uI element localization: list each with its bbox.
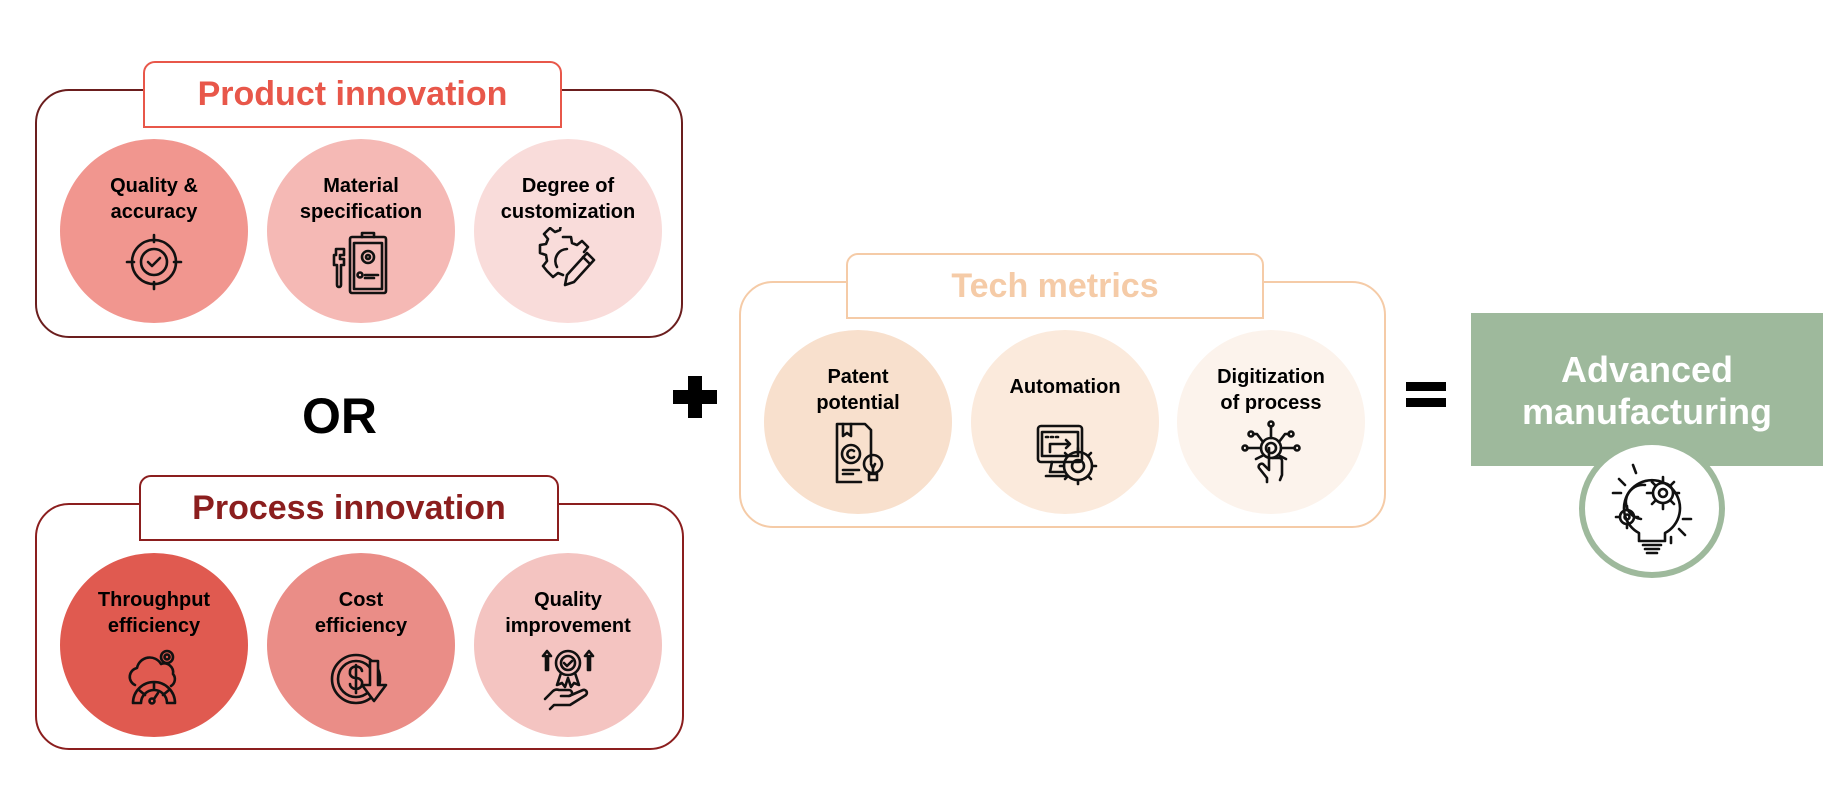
circle-cost-efficiency: Cost efficiency: [267, 553, 455, 737]
tech-metrics-title-text: Tech metrics: [951, 266, 1159, 305]
plus-sign: +: [673, 376, 717, 418]
cloud-speedometer-icon: [119, 641, 189, 711]
label-line2: of process: [1220, 392, 1322, 414]
label-line1: Digitization: [1217, 366, 1325, 388]
label-line1: Throughput: [97, 589, 211, 611]
label-line1: Quality: [534, 589, 602, 611]
product-innovation-title: Product innovation: [143, 61, 562, 128]
label-line2: accuracy: [110, 201, 198, 223]
patent-document-bulb-icon: [823, 418, 893, 488]
label-line2: efficiency: [314, 615, 408, 637]
label-line1: Material: [323, 175, 399, 197]
clipboard-gear-icon: [326, 227, 396, 297]
award-hand-icon: [533, 641, 603, 711]
circle-patent-potential: Patent potential: [764, 330, 952, 514]
process-innovation-title-text: Process innovation: [192, 488, 506, 527]
circle-degree-of-customization: Degree of customization: [474, 139, 662, 323]
circle-throughput-efficiency: Throughput efficiency: [60, 553, 248, 737]
label-line1: Patent: [827, 366, 889, 388]
circle-quality-accuracy: Quality & accuracy: [60, 139, 248, 323]
equals-sign: =: [1406, 382, 1446, 408]
label-line1: Cost: [338, 589, 384, 611]
monitor-gear-icon: [1030, 418, 1100, 488]
label-line2: improvement: [505, 615, 631, 637]
tech-metrics-title: Tech metrics: [846, 253, 1264, 319]
label-line2: potential: [816, 392, 900, 414]
label-line1: Quality &: [110, 175, 198, 197]
dollar-down-arrow-icon: [326, 641, 396, 711]
label-line1: Automation: [1009, 376, 1121, 398]
bulb-gears-icon: [1609, 459, 1695, 559]
touch-network-icon: [1236, 418, 1306, 488]
circle-automation: Automation: [971, 330, 1159, 514]
result-line2: manufacturing: [1521, 391, 1772, 432]
gear-pencil-icon: [533, 222, 603, 297]
target-check-icon: [119, 227, 189, 297]
result-line1: Advanced: [1560, 349, 1734, 390]
label-line1: Degree of: [521, 175, 615, 197]
label-line2: customization: [500, 201, 636, 223]
circle-material-specification: Material specification: [267, 139, 455, 323]
label-line2: efficiency: [107, 615, 201, 637]
circle-digitization-of-process: Digitization of process: [1177, 330, 1365, 514]
or-label: OR: [302, 388, 377, 444]
process-innovation-title: Process innovation: [139, 475, 559, 541]
product-innovation-title-text: Product innovation: [197, 75, 508, 113]
bulb-gears-icon-circle: [1579, 439, 1725, 578]
circle-quality-improvement: Quality improvement: [474, 553, 662, 737]
label-line2: specification: [299, 201, 423, 223]
